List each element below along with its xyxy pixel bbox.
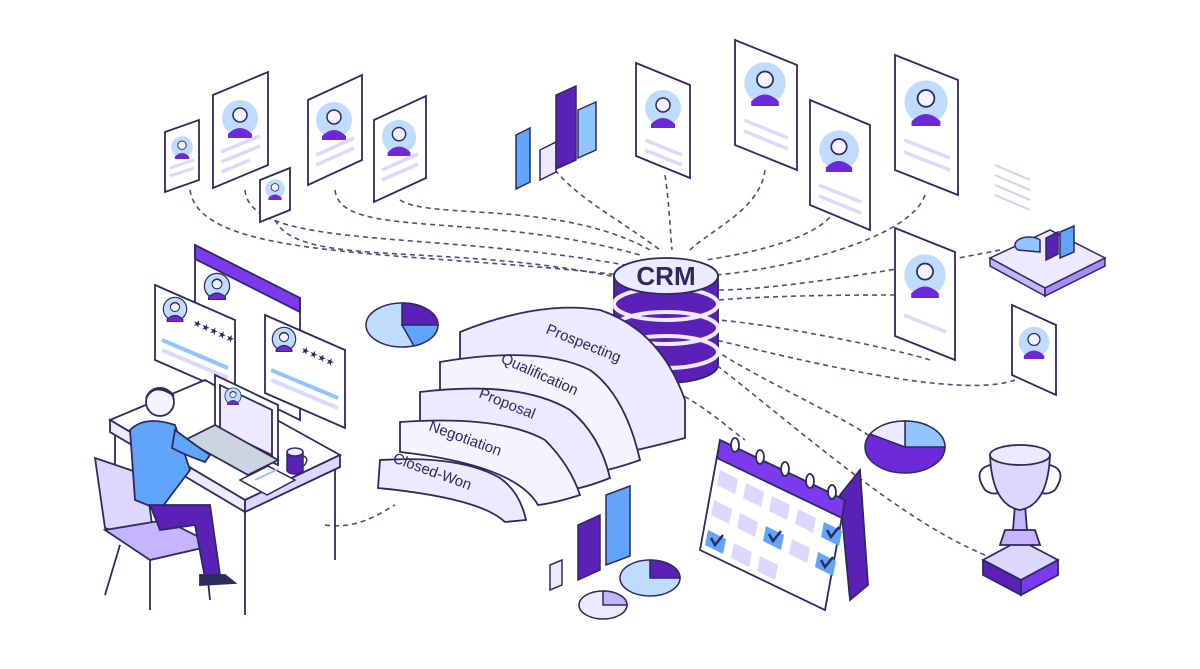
contact-card bbox=[809, 98, 871, 232]
funnel-stage-negotiation bbox=[399, 419, 582, 506]
bar-chart-icon bbox=[549, 484, 631, 592]
connection-line bbox=[334, 189, 641, 256]
connection-line bbox=[274, 219, 631, 281]
connection-line bbox=[717, 294, 896, 301]
connection-line bbox=[399, 199, 651, 251]
connection-line bbox=[704, 209, 836, 261]
connection-line bbox=[664, 174, 673, 251]
contact-card bbox=[635, 61, 691, 180]
pie-chart-icon bbox=[578, 590, 628, 620]
connection-lines bbox=[189, 169, 1016, 556]
person-arm bbox=[171, 428, 212, 464]
connection-line bbox=[709, 359, 986, 556]
dashboard-platform bbox=[988, 164, 1107, 298]
funnel-stage-closed-won bbox=[377, 458, 528, 523]
pie-chart-icon bbox=[365, 302, 439, 348]
connection-line bbox=[244, 189, 626, 266]
contact-card bbox=[734, 38, 798, 172]
mug-icon bbox=[286, 447, 308, 475]
connection-line bbox=[714, 349, 876, 441]
contact-card bbox=[307, 73, 363, 187]
user-person bbox=[129, 387, 238, 586]
contact-card bbox=[164, 118, 200, 194]
connection-line bbox=[189, 189, 621, 276]
connection-line bbox=[715, 339, 1016, 387]
laptop-icon bbox=[183, 373, 280, 477]
contact-card bbox=[1011, 303, 1057, 397]
contact-card bbox=[212, 70, 269, 190]
trophy-icon bbox=[978, 444, 1062, 597]
connection-line bbox=[714, 194, 926, 276]
crm-label: CRM bbox=[636, 261, 695, 291]
sales-funnel bbox=[377, 306, 686, 523]
bar-chart-icon bbox=[515, 84, 597, 191]
contact-card bbox=[259, 166, 291, 224]
connection-line bbox=[717, 249, 1001, 291]
calendar-icon bbox=[698, 437, 869, 612]
connection-line bbox=[717, 319, 931, 361]
pie-chart-icon bbox=[1014, 236, 1041, 253]
connection-line bbox=[689, 169, 766, 251]
pie-chart-icon bbox=[864, 420, 946, 474]
contact-card bbox=[894, 226, 956, 362]
notepad bbox=[238, 465, 297, 496]
contact-profile-card: ★★★★★ bbox=[154, 283, 236, 397]
contact-card bbox=[373, 94, 427, 204]
contact-profile-card: ★★★★ bbox=[264, 313, 346, 430]
person-shoe bbox=[199, 574, 238, 586]
pie-chart-icon bbox=[619, 559, 681, 597]
contact-card bbox=[894, 53, 959, 197]
connection-line bbox=[554, 169, 661, 251]
